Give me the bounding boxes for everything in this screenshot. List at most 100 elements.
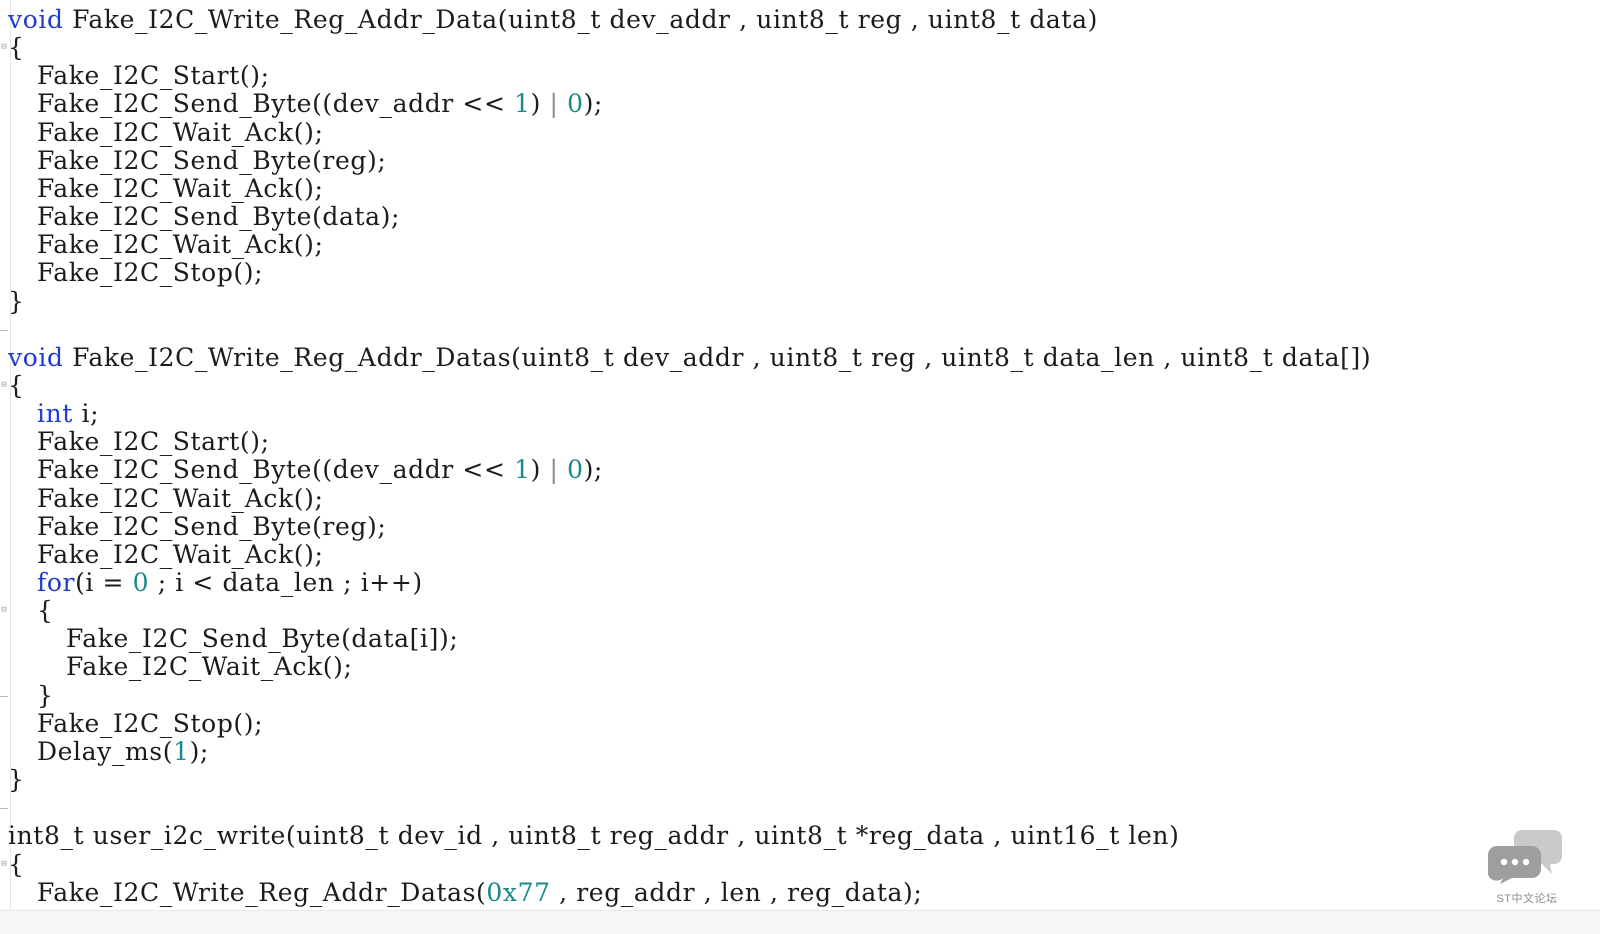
- editor-bottom-edge: [0, 910, 1600, 934]
- code-line[interactable]: Fake_I2C_Send_Byte(reg);: [0, 145, 1600, 175]
- fold-toggle-icon[interactable]: ⊟: [1, 379, 7, 390]
- number-token: 1: [514, 455, 531, 485]
- code-line[interactable]: Fake_I2C_Start();: [0, 428, 1600, 456]
- code-line[interactable]: int i;: [0, 400, 1600, 428]
- code-token: );: [583, 455, 603, 485]
- fold-toggle-icon[interactable]: ⊟: [1, 605, 7, 616]
- code-text: Fake_I2C_Send_Byte(reg);: [37, 145, 387, 175]
- code-line[interactable]: Delay_ms(1);: [0, 736, 1600, 766]
- code-line[interactable]: ⊟{: [0, 34, 1600, 62]
- code-text: void Fake_I2C_Write_Reg_Addr_Data(uint8_…: [8, 6, 1098, 34]
- code-text: {: [8, 34, 25, 62]
- code-line[interactable]: Fake_I2C_Wait_Ack();: [0, 539, 1600, 569]
- code-text: {: [37, 597, 54, 625]
- code-token: ): [530, 89, 550, 119]
- code-text: {: [8, 370, 25, 400]
- code-text: {: [8, 849, 25, 879]
- code-text: Fake_I2C_Wait_Ack();: [37, 231, 324, 259]
- code-token: int8_t user_i2c_write(uint8_t dev_id , u…: [8, 821, 1180, 851]
- code-line[interactable]: }: [0, 766, 1600, 794]
- code-token: );: [189, 736, 209, 766]
- code-line[interactable]: Fake_I2C_Wait_Ack();: [0, 117, 1600, 147]
- code-line[interactable]: Fake_I2C_Stop();: [0, 259, 1600, 287]
- code-token: Fake_I2C_Wait_Ack();: [37, 117, 324, 147]
- code-text: }: [37, 680, 54, 710]
- code-line[interactable]: }: [0, 286, 1600, 316]
- fold-end-marker: [0, 329, 8, 331]
- code-token: Fake_I2C_Wait_Ack();: [66, 652, 353, 682]
- number-token: 0: [567, 455, 584, 485]
- code-token: {: [8, 33, 25, 63]
- fold-toggle-icon[interactable]: ⊟: [1, 42, 7, 53]
- code-line[interactable]: Fake_I2C_Wait_Ack();: [0, 484, 1600, 513]
- code-line[interactable]: void Fake_I2C_Write_Reg_Addr_Datas(uint8…: [0, 342, 1600, 372]
- code-token: Fake_I2C_Start();: [37, 427, 270, 457]
- code-text: int8_t user_i2c_write(uint8_t dev_id , u…: [8, 822, 1179, 850]
- code-token: Fake_I2C_Send_Byte(data[i]);: [66, 624, 459, 654]
- editor-gutter: [0, 0, 11, 933]
- code-token: {: [8, 370, 25, 400]
- code-token: Fake_I2C_Write_Reg_Addr_Datas(: [37, 877, 487, 907]
- code-token: Fake_I2C_Wait_Ack();: [37, 230, 324, 260]
- watermark-text: ST中文论坛: [1496, 893, 1558, 905]
- number-token: 0: [567, 89, 584, 119]
- code-text: Fake_I2C_Start();: [37, 428, 270, 456]
- fold-end-marker: [0, 695, 8, 697]
- keyword-token: for: [37, 568, 76, 597]
- code-token: );: [583, 89, 603, 119]
- code-token: Fake_I2C_Write_Reg_Addr_Datas(uint8_t de…: [63, 342, 1372, 372]
- code-line[interactable]: Fake_I2C_Wait_Ack();: [0, 653, 1600, 681]
- code-line[interactable]: void Fake_I2C_Write_Reg_Addr_Data(uint8_…: [0, 6, 1600, 34]
- fold-end-marker: [0, 808, 8, 810]
- code-line[interactable]: Fake_I2C_Send_Byte((dev_addr << 1) | 0);: [0, 456, 1600, 484]
- code-text: Fake_I2C_Send_Byte((dev_addr << 1) | 0);: [37, 456, 603, 484]
- code-token: Fake_I2C_Send_Byte(reg);: [37, 145, 387, 175]
- code-text: Fake_I2C_Wait_Ack();: [37, 173, 324, 203]
- code-line[interactable]: Fake_I2C_Wait_Ack();: [0, 231, 1600, 259]
- code-line[interactable]: ⊟{: [0, 597, 1600, 625]
- code-line[interactable]: }: [0, 680, 1600, 710]
- number-token: 0x77: [486, 877, 551, 907]
- code-token: ; i < data_len ; i++): [149, 568, 423, 597]
- code-token: }: [8, 765, 25, 795]
- code-text: void Fake_I2C_Write_Reg_Addr_Datas(uint8…: [8, 342, 1372, 372]
- code-line[interactable]: ⊟{: [0, 849, 1600, 879]
- keyword-token: void: [8, 342, 64, 372]
- code-token: |: [549, 89, 559, 119]
- code-token: Fake_I2C_Send_Byte((dev_addr <<: [37, 89, 515, 119]
- code-text: Fake_I2C_Send_Byte(data[i]);: [66, 625, 458, 653]
- code-line[interactable]: Fake_I2C_Send_Byte(reg);: [0, 512, 1600, 541]
- code-token: {: [8, 849, 25, 879]
- code-text: for(i = 0 ; i < data_len ; i++): [37, 569, 423, 597]
- code-line[interactable]: Fake_I2C_Wait_Ack();: [0, 173, 1600, 203]
- code-line[interactable]: Fake_I2C_Send_Byte(data[i]);: [0, 625, 1600, 653]
- number-token: 1: [514, 89, 531, 119]
- code-line[interactable]: int8_t user_i2c_write(uint8_t dev_id , u…: [0, 822, 1600, 850]
- code-token: }: [37, 680, 54, 710]
- code-line[interactable]: Fake_I2C_Stop();: [0, 709, 1600, 738]
- code-token: Fake_I2C_Stop();: [37, 258, 264, 288]
- code-token: Delay_ms(: [37, 736, 174, 766]
- code-line[interactable]: Fake_I2C_Send_Byte(data);: [0, 203, 1600, 231]
- code-line[interactable]: Fake_I2C_Write_Reg_Addr_Datas(0x77 , reg…: [0, 877, 1600, 907]
- code-line[interactable]: Fake_I2C_Send_Byte((dev_addr << 1) | 0);: [0, 90, 1600, 118]
- code-token: [559, 455, 568, 484]
- code-text: Fake_I2C_Wait_Ack();: [37, 484, 324, 513]
- code-line[interactable]: ⊟{: [0, 370, 1600, 400]
- code-line[interactable]: for(i = 0 ; i < data_len ; i++): [0, 569, 1600, 597]
- code-text: Fake_I2C_Send_Byte(data);: [37, 203, 400, 231]
- code-text: Fake_I2C_Write_Reg_Addr_Datas(0x77 , reg…: [37, 877, 922, 907]
- number-token: 1: [173, 736, 190, 766]
- code-token: Fake_I2C_Write_Reg_Addr_Data(uint8_t dev…: [63, 5, 1098, 34]
- fold-toggle-icon[interactable]: ⊟: [1, 858, 7, 869]
- code-line[interactable]: [0, 794, 1600, 822]
- code-token: Fake_I2C_Wait_Ack();: [37, 539, 324, 569]
- code-text: Fake_I2C_Send_Byte(reg);: [37, 512, 386, 541]
- code-token: }: [8, 286, 25, 316]
- code-token: Fake_I2C_Wait_Ack();: [37, 173, 324, 203]
- code-line[interactable]: [0, 316, 1600, 344]
- code-text: }: [8, 286, 25, 316]
- code-line[interactable]: Fake_I2C_Start();: [0, 62, 1600, 90]
- code-text: Fake_I2C_Wait_Ack();: [37, 117, 324, 147]
- code-token: Fake_I2C_Send_Byte(data);: [37, 202, 401, 232]
